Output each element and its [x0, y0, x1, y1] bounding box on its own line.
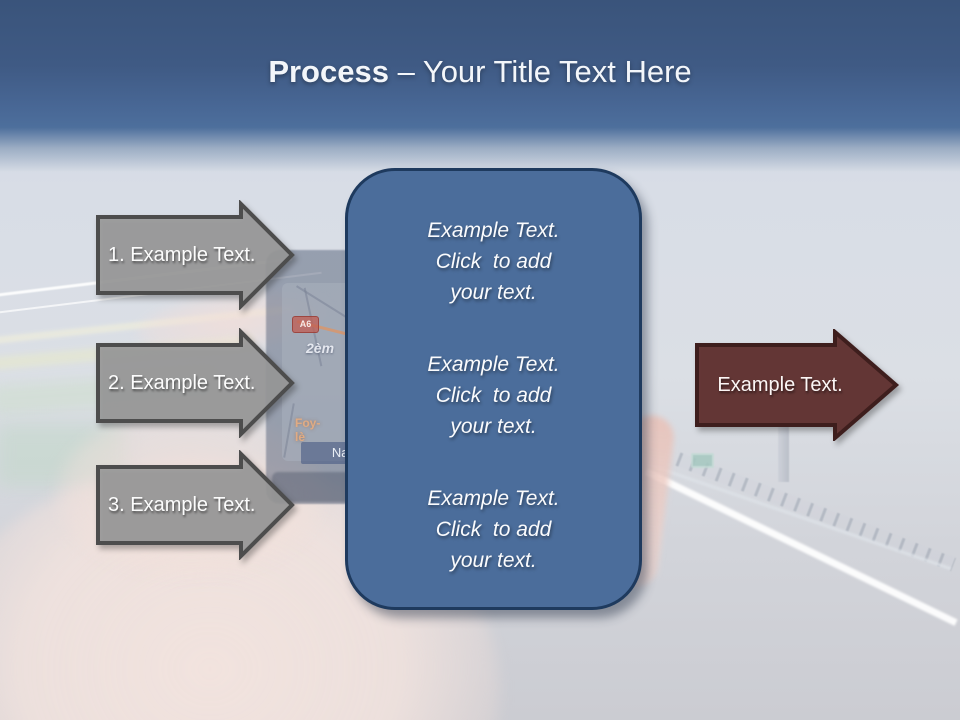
text-line: Click to add	[435, 250, 552, 273]
step-label: 2. Example Text.	[108, 371, 256, 394]
title-emphasis: Process	[268, 54, 389, 89]
result-arrow[interactable]: Example Text.	[695, 329, 900, 441]
horizon-line	[647, 463, 952, 571]
text-line: your text.	[450, 549, 537, 572]
gps-place-text: Foy-lè	[295, 416, 321, 444]
gps-distance-text: 2èm	[306, 340, 335, 356]
title-rest: – Your Title Text Here	[388, 54, 692, 89]
text-block-1[interactable]: Example Text. Click to add your text.	[348, 215, 639, 308]
result-arrow-shape	[695, 329, 900, 441]
step-label: 1. Example Text.	[108, 243, 256, 266]
result-label: Example Text.	[717, 373, 843, 396]
page-title[interactable]: Process – Your Title Text Here	[0, 54, 960, 90]
step-arrow-shape	[96, 328, 295, 438]
text-line: Example Text.	[427, 487, 560, 510]
text-block-2[interactable]: Example Text. Click to add your text.	[348, 349, 639, 442]
text-line: your text.	[450, 281, 537, 304]
text-line: your text.	[450, 415, 537, 438]
text-line: Click to add	[435, 518, 552, 541]
text-panel[interactable]: Example Text. Click to add your text. Ex…	[345, 168, 642, 610]
step-arrow-3[interactable]: 3. Example Text.	[96, 450, 296, 560]
step-arrow-1[interactable]: 1. Example Text.	[96, 200, 296, 310]
text-line: Click to add	[435, 384, 552, 407]
text-line: Example Text.	[427, 353, 560, 376]
step-label: 3. Example Text.	[108, 493, 256, 516]
sign-pole	[778, 424, 789, 482]
header-band	[0, 0, 960, 172]
step-arrow-shape	[96, 200, 295, 310]
text-block-3[interactable]: Example Text. Click to add your text.	[348, 483, 639, 576]
gps-road-badge: A6	[292, 316, 319, 333]
highway-sign	[691, 453, 714, 468]
step-arrow-shape	[96, 450, 295, 560]
step-arrow-2[interactable]: 2. Example Text.	[96, 328, 296, 438]
text-line: Example Text.	[427, 219, 560, 242]
